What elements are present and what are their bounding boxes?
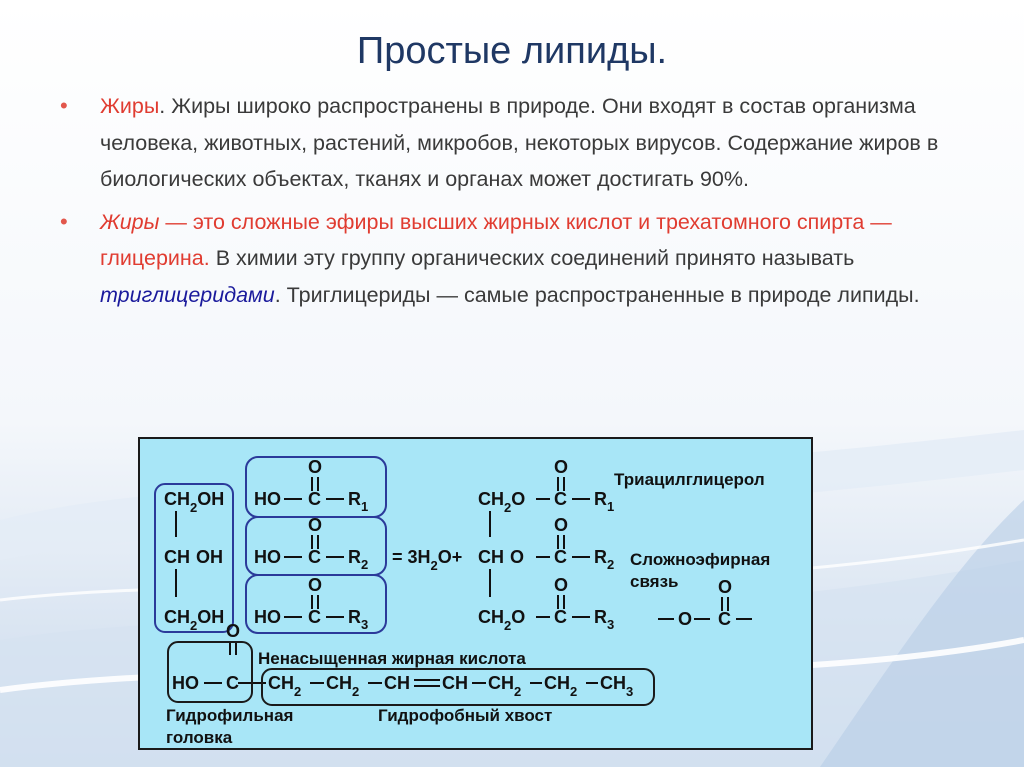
svg-text:CH2: CH2 xyxy=(488,673,521,699)
svg-text:CH2: CH2 xyxy=(544,673,577,699)
ester-bond-label-2: связь xyxy=(630,572,679,591)
acid-outline-3 xyxy=(245,574,387,634)
hydrophilic-label-2: головка xyxy=(166,728,233,747)
svg-text:CH: CH xyxy=(442,673,468,693)
product-row-3: O C R3 xyxy=(536,575,614,632)
svg-text:O: O xyxy=(678,609,692,629)
svg-text:CH2O: CH2O xyxy=(478,489,525,515)
svg-text:R3: R3 xyxy=(594,607,614,632)
term-fats-italic: Жиры xyxy=(100,209,160,234)
svg-text:O: O xyxy=(718,577,732,597)
unsaturated-acid-formula: O HO C CH2 CH2 CH CH CH2 CH2 CH3 xyxy=(172,621,633,699)
ch2-label: CH xyxy=(164,489,190,509)
svg-text:O: O xyxy=(308,457,322,477)
svg-text:C: C xyxy=(554,607,567,627)
triacylglycerol-label: Триацилглицерол xyxy=(614,470,765,489)
bullet-fats-definition: • Жиры. Жиры широко распространены в при… xyxy=(60,88,960,198)
svg-text:HO: HO xyxy=(254,489,281,509)
svg-text:CH2O: CH2O xyxy=(478,607,525,633)
glycerol-outline xyxy=(154,483,234,633)
ester-bond-label-1: Сложноэфирная xyxy=(630,550,770,569)
hydrophilic-outline xyxy=(167,641,253,703)
term-fats: Жиры xyxy=(100,94,160,118)
svg-text:O: O xyxy=(554,457,568,477)
unsaturated-acid-label: Ненасыщенная жирная кислота xyxy=(258,649,526,668)
svg-text:C: C xyxy=(718,609,731,629)
svg-text:CHO: CHO xyxy=(478,547,524,567)
bullet-list: • Жиры. Жиры широко распространены в при… xyxy=(60,88,960,319)
bullet-dot-icon: • xyxy=(60,93,68,118)
svg-text:C: C xyxy=(554,547,567,567)
acid-row-2: O HO C R2 xyxy=(254,515,368,572)
svg-text:HO: HO xyxy=(254,607,281,627)
svg-text:HO: HO xyxy=(172,673,199,693)
svg-text:R3: R3 xyxy=(348,607,368,632)
slide-title: Простые липиды. xyxy=(356,30,668,72)
svg-text:CH2: CH2 xyxy=(326,673,359,699)
water-eq: = 3H2O+ xyxy=(392,547,462,573)
svg-text:C: C xyxy=(226,673,239,693)
bullet-fats-esters: • Жиры — это сложные эфиры высших жирных… xyxy=(60,204,960,314)
product-row-2: O C R2 xyxy=(536,515,614,572)
bullet-text: В химии эту группу органических соединен… xyxy=(209,246,855,270)
ester-definition: — это сложные эфиры высших жирных кислот… xyxy=(100,209,892,271)
bullet-text-end: . Триглицериды — самые распространенные … xyxy=(274,282,920,307)
svg-text:CH2: CH2 xyxy=(268,673,301,699)
hydrophobic-label: Гидрофобный хвост xyxy=(378,706,552,725)
hydrophobic-outline xyxy=(261,668,655,706)
svg-text:R2: R2 xyxy=(348,547,368,572)
bullet-text: . Жиры широко распространены в природе. … xyxy=(100,94,939,191)
svg-text:C: C xyxy=(308,489,321,509)
term-triglycerides: триглицеридами xyxy=(100,282,275,307)
acid-row-3: O HO C R3 xyxy=(254,575,368,632)
bullet-dot-icon: • xyxy=(60,208,68,234)
product-row-1: O C R1 xyxy=(536,457,614,514)
svg-text:R1: R1 xyxy=(594,489,614,514)
svg-text:CH2OH: CH2OH xyxy=(164,489,224,515)
svg-text:HO: HO xyxy=(254,547,281,567)
acid-row-1: O HO C R1 xyxy=(254,457,368,514)
svg-text:R1: R1 xyxy=(348,489,368,514)
svg-text:CH2OH: CH2OH xyxy=(164,607,224,633)
ch-label: CH xyxy=(164,547,190,567)
svg-text:C: C xyxy=(308,607,321,627)
svg-text:CH3: CH3 xyxy=(600,673,633,699)
svg-text:CH: CH xyxy=(384,673,410,693)
svg-text:R2: R2 xyxy=(594,547,614,572)
svg-text:O: O xyxy=(308,575,322,595)
hydrophilic-label-1: Гидрофильная xyxy=(166,706,293,725)
svg-text:O: O xyxy=(554,515,568,535)
svg-text:C: C xyxy=(554,489,567,509)
fatty-acids-left: O HO C R1 O HO C R2 O HO C R3 xyxy=(254,457,368,632)
svg-text:O: O xyxy=(226,621,240,641)
svg-text:O: O xyxy=(554,575,568,595)
svg-text:C: C xyxy=(308,547,321,567)
ester-bond-formula: O O C xyxy=(658,577,752,629)
svg-text:O: O xyxy=(308,515,322,535)
